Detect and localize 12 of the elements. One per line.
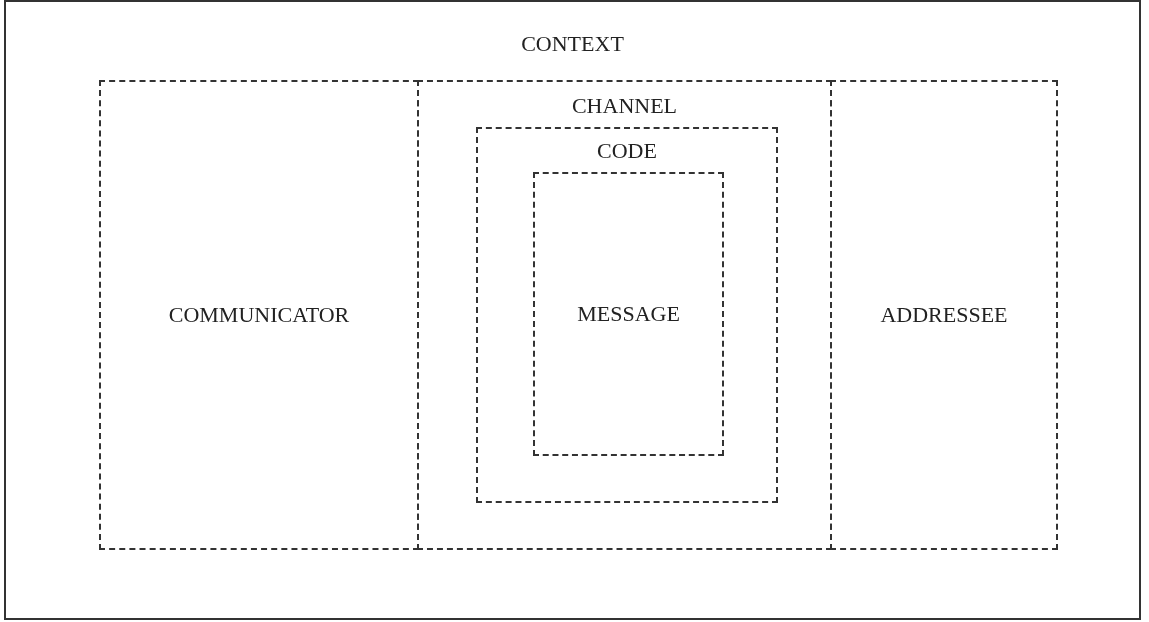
dashed-region [830, 80, 1058, 550]
region-label: CONTEXT [520, 32, 625, 57]
dashed-region [417, 80, 832, 550]
context-frame [4, 0, 1141, 620]
region-label: CODE [596, 139, 658, 164]
dashed-region [99, 80, 419, 550]
region-label: ADDRESSEE [879, 302, 1009, 328]
region-label: COMMUNICATOR [167, 302, 351, 328]
dashed-region [533, 172, 724, 456]
region-label: CHANNEL [570, 94, 679, 119]
dashed-region [476, 127, 778, 503]
region-label: MESSAGE [576, 301, 681, 327]
